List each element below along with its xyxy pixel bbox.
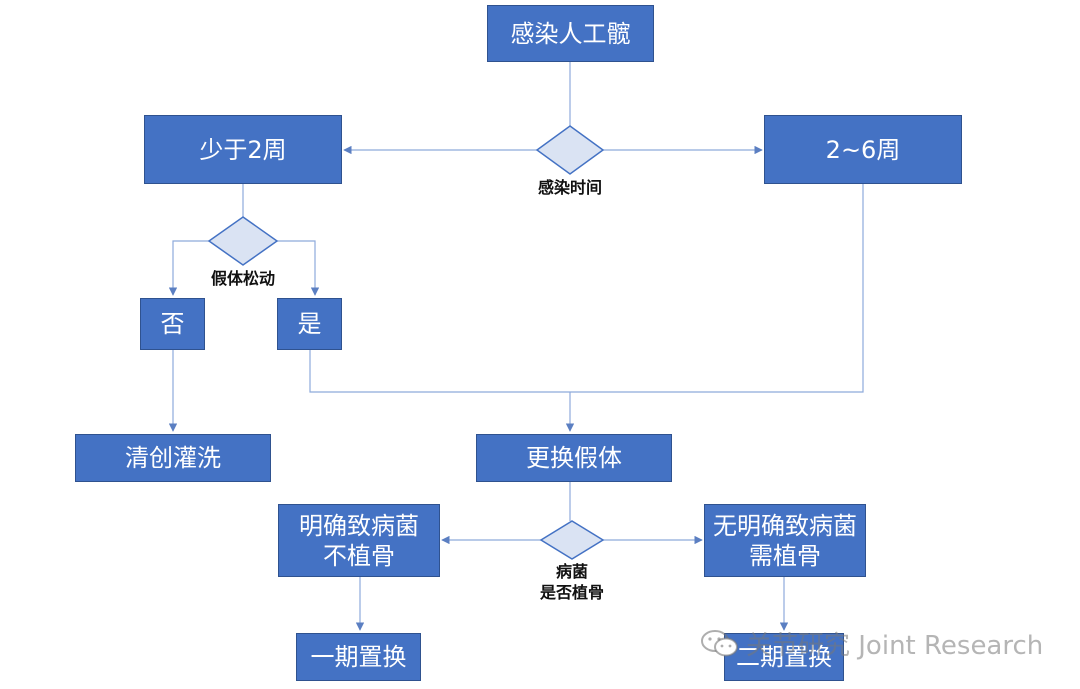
node-known-pathogen-line1: 明确致病菌	[299, 511, 419, 540]
node-unknown-pathogen: 无明确致病菌 需植骨	[704, 504, 866, 577]
node-two-stage-revision: 二期置换	[724, 633, 844, 681]
decision-label-prosthesis-loosening-text: 假体松动	[210, 269, 275, 288]
decision-label-infection-time-text: 感染时间	[537, 178, 602, 197]
watermark: 关节研究 Joint Research	[700, 625, 1043, 662]
node-infection: 感染人工髋	[487, 5, 654, 62]
node-one-stage-revision-label: 一期置换	[310, 643, 407, 671]
node-known-pathogen: 明确致病菌 不植骨	[278, 504, 440, 577]
node-two-stage-revision-label: 二期置换	[736, 643, 832, 671]
node-unknown-pathogen-line2: 需植骨	[749, 541, 821, 570]
node-less-than-2-weeks: 少于2周	[144, 115, 342, 184]
node-debridement-irrigation-label: 清创灌洗	[125, 444, 221, 472]
node-infection-label: 感染人工髋	[510, 19, 631, 48]
node-2-to-6-weeks-label: 2~6周	[825, 135, 901, 164]
node-replace-prosthesis-label: 更换假体	[526, 444, 622, 472]
decision-diamond-time	[535, 125, 605, 175]
node-less-than-2-weeks-label: 少于2周	[199, 135, 287, 164]
node-known-pathogen-line2: 不植骨	[323, 541, 395, 570]
node-replace-prosthesis: 更换假体	[476, 434, 672, 482]
node-debridement-irrigation: 清创灌洗	[75, 434, 271, 482]
node-no-label: 否	[160, 310, 185, 338]
decision-label-infection-time: 感染时间	[520, 177, 620, 198]
decision-label-prosthesis-loosening: 假体松动	[193, 268, 293, 289]
node-yes: 是	[277, 298, 342, 350]
decision-diamond-germ	[539, 520, 605, 560]
decision-label-pathogen-line2: 是否植骨	[539, 583, 604, 602]
node-one-stage-revision: 一期置换	[296, 633, 421, 681]
watermark-text: 关节研究 Joint Research	[746, 631, 1044, 661]
node-unknown-pathogen-line1: 无明确致病菌	[713, 511, 857, 540]
wechat-icon	[701, 629, 738, 656]
decision-label-pathogen-line1: 病菌	[555, 562, 588, 581]
node-no: 否	[140, 298, 205, 350]
node-yes-label: 是	[297, 310, 322, 338]
decision-diamond-loosening	[207, 216, 279, 266]
decision-label-pathogen-bone-graft: 病菌 是否植骨	[522, 561, 622, 603]
node-2-to-6-weeks: 2~6周	[764, 115, 962, 184]
